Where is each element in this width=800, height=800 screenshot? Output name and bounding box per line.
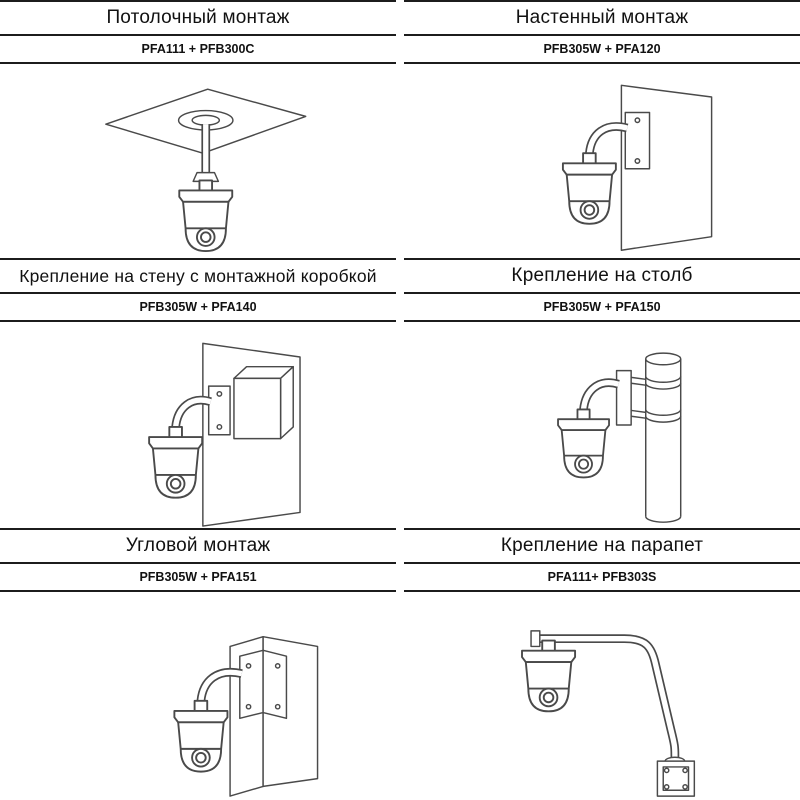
pole-mount-illustration (557, 352, 682, 523)
junction-box-front (233, 377, 282, 440)
bolt (634, 117, 641, 124)
ptz-camera-icon (178, 179, 234, 252)
pole-top (644, 352, 682, 366)
bolt (663, 767, 670, 774)
ptz-camera-icon (561, 152, 617, 225)
pipe-end-cap (530, 630, 541, 648)
mount-title: Потолочный монтаж (0, 0, 396, 36)
corner-adapter-right (262, 649, 288, 720)
wall-mount-drawing (404, 64, 800, 258)
base-plate-inner (662, 766, 690, 792)
bolt (682, 784, 688, 790)
mount-title: Крепление на парапет (404, 528, 800, 564)
ptz-camera-icon (557, 408, 610, 479)
strap-band (644, 409, 682, 417)
mount-part-numbers: PFB305W + PFA140 (0, 294, 396, 322)
cell-ceiling-mount: Потолочный монтаж PFA111 + PFB300C (0, 0, 396, 258)
mount-part-numbers: PFA111 + PFB300C (0, 36, 396, 64)
mount-part-numbers: PFA111+ PFB303S (404, 564, 800, 592)
cell-parapet-mount: Крепление на парапет PFA111+ PFB303S (404, 528, 800, 800)
wall-junction-box-illustration (148, 342, 301, 527)
gooseneck-pipe (538, 635, 678, 762)
wall-junction-box-drawing (0, 322, 396, 528)
ceiling-mount-drawing (0, 64, 396, 258)
corner-adapter-left (239, 649, 264, 720)
strap-link (631, 415, 646, 419)
mount-title: Крепление на стену с монтажной коробкой (0, 258, 396, 294)
mount-title: Угловой монтаж (0, 528, 396, 564)
cell-wall-mount: Настенный монтаж PFB305W + PFA120 (404, 0, 800, 258)
mount-part-numbers: PFB305W + PFA151 (0, 564, 396, 592)
bolt (245, 663, 252, 669)
pole-bracket-plate (615, 369, 632, 426)
strap-link (631, 376, 646, 381)
bolt (663, 784, 670, 790)
mount-title: Крепление на столб (404, 258, 800, 294)
ptz-camera-icon (173, 699, 229, 773)
parapet-mount-illustration (521, 630, 696, 797)
bolt (682, 767, 688, 774)
ceiling-mount-illustration (105, 88, 307, 252)
mount-part-numbers: PFB305W + PFA120 (404, 36, 800, 64)
strap-band (644, 416, 682, 423)
wall-bracket-plate (624, 111, 651, 170)
bracket-arm (198, 669, 243, 702)
bolt (245, 703, 252, 710)
corner-mount-illustration (173, 635, 319, 797)
pole-mount-drawing (404, 322, 800, 528)
junction-box-side (279, 365, 294, 440)
bolt (274, 663, 281, 669)
strap-band (644, 383, 682, 390)
parapet-mount-drawing (404, 592, 800, 800)
cell-corner-mount: Угловой монтаж PFB305W + PFA151 (0, 528, 396, 800)
corner-mount-drawing (0, 592, 396, 800)
bracket-arm (580, 380, 620, 410)
bolt (216, 390, 223, 397)
bracket-arm (172, 397, 212, 428)
mount-part-numbers: PFB305W + PFA150 (404, 294, 800, 322)
bolt (634, 158, 641, 164)
ptz-camera-icon (148, 425, 204, 499)
strap-link (631, 409, 646, 414)
bolt (274, 703, 281, 710)
cell-pole-mount: Крепление на столб PFB305W + PFA150 (404, 258, 800, 528)
pole-bottom (644, 516, 682, 523)
bracket-arm (586, 123, 628, 154)
wall-mount-illustration (561, 84, 713, 251)
mount-title: Настенный монтаж (404, 0, 800, 36)
wall-bracket-plate (207, 385, 231, 436)
ptz-camera-icon (521, 639, 577, 713)
bolt (216, 423, 223, 430)
strap-band (644, 376, 682, 383)
cell-wall-mount-junction-box: Крепление на стену с монтажной коробкой … (0, 258, 396, 528)
strap-link (631, 382, 646, 386)
pipe-flange (192, 171, 220, 183)
